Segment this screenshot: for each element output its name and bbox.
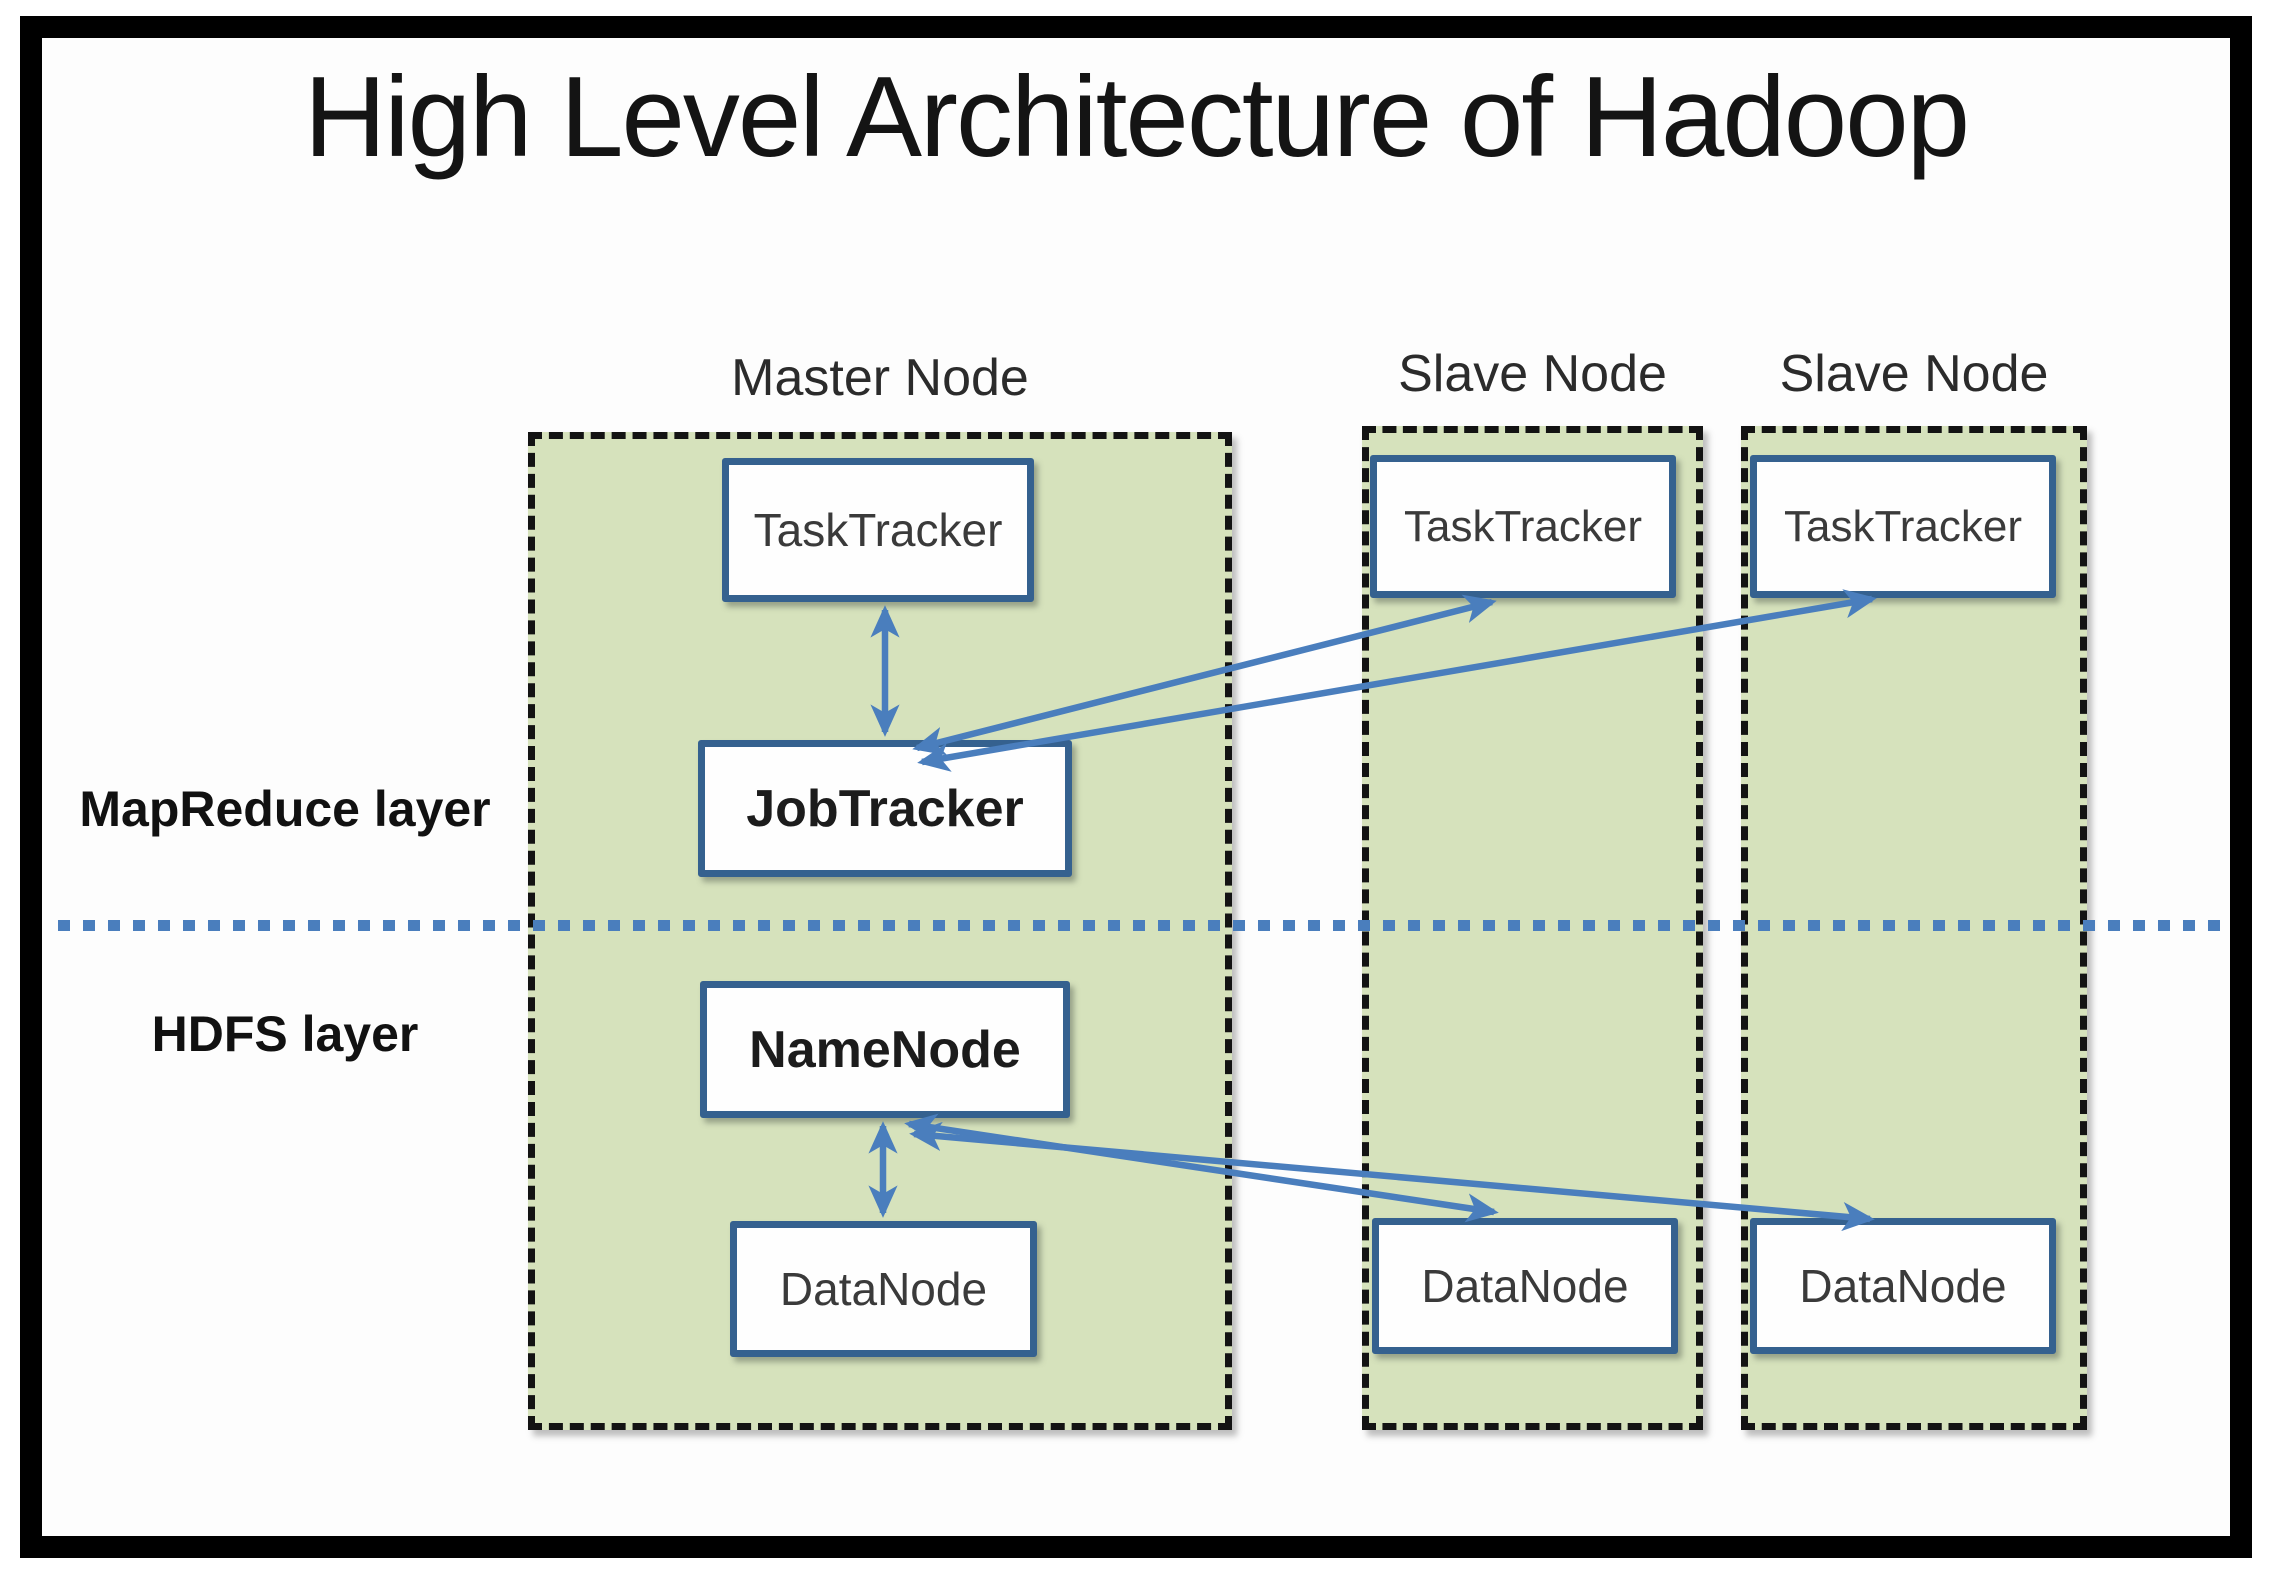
slave-node-1-label: Slave Node [1398,345,1667,403]
slave-node-2-label: Slave Node [1779,345,2049,403]
master-tasktracker-box: TaskTracker [722,458,1034,602]
layer-divider-dotted-line [58,920,2230,931]
slave2-tasktracker-box: TaskTracker [1750,455,2056,598]
diagram-title: High Level Architecture of Hadoop [303,54,1970,181]
master-datanode-box: DataNode [730,1221,1037,1357]
slave1-datanode-box: DataNode [1372,1218,1678,1354]
slave1-tasktracker-box: TaskTracker [1370,455,1676,598]
slave2-datanode-box: DataNode [1750,1218,2056,1354]
hdfs-layer-label: HDFS layer [151,1006,419,1062]
mapreduce-layer-label: MapReduce layer [79,781,491,837]
master-namenode-box: NameNode [700,981,1070,1118]
master-jobtracker-box: JobTracker [698,740,1072,877]
master-node-label: Master Node [731,349,1029,407]
